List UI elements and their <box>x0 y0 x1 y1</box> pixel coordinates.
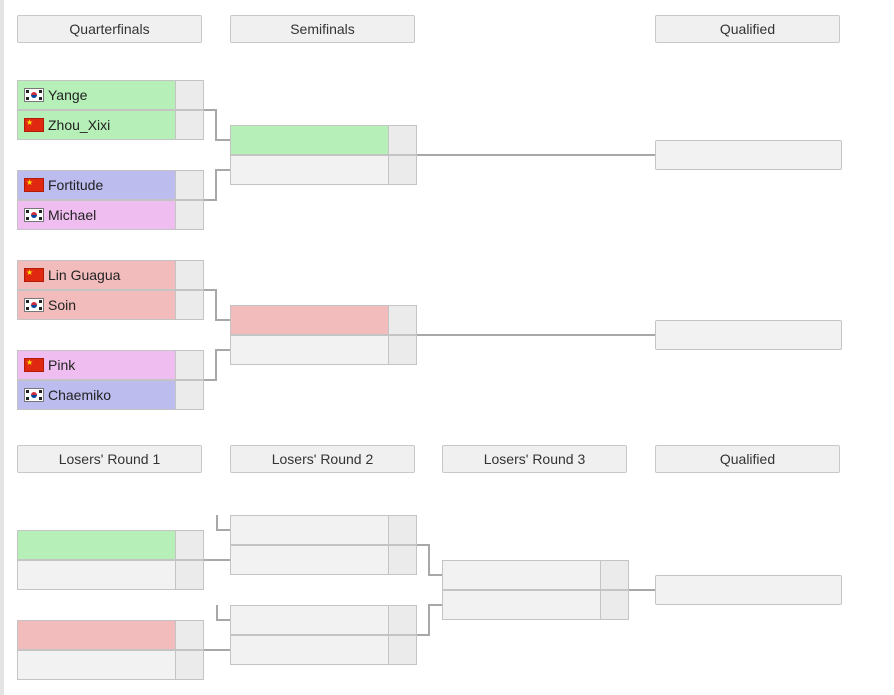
player-cell <box>18 621 175 649</box>
losers-round-2-slot[interactable] <box>230 605 417 635</box>
semifinal-slot[interactable] <box>230 155 417 185</box>
player-cell: Michael <box>18 201 175 229</box>
quarterfinal-slot[interactable]: Fortitude <box>17 170 204 200</box>
score-box <box>388 516 416 544</box>
score-box <box>388 306 416 334</box>
losers-round-2-slot[interactable] <box>230 515 417 545</box>
player-cell <box>231 546 388 574</box>
header-semifinals: Semifinals <box>230 15 415 43</box>
player-name: Fortitude <box>48 177 104 193</box>
player-cell: Lin Guagua <box>18 261 175 289</box>
player-name: Pink <box>48 357 76 373</box>
player-cell <box>18 561 175 589</box>
score-box <box>175 651 203 679</box>
player-cell: Zhou_Xixi <box>18 111 175 139</box>
losers-round-3-slot[interactable] <box>442 560 629 590</box>
player-name: Zhou_Xixi <box>48 117 111 133</box>
losers-round-1-slot[interactable] <box>17 530 204 560</box>
player-cell <box>443 591 600 619</box>
player-cell <box>231 156 388 184</box>
losers-round-1-slot[interactable] <box>17 560 204 590</box>
quarterfinal-slot[interactable]: Yange <box>17 80 204 110</box>
player-name: Chaemiko <box>48 387 112 403</box>
losers-round-2-slot[interactable] <box>230 635 417 665</box>
south-korea-flag-icon <box>24 208 44 222</box>
player-cell <box>18 531 175 559</box>
quarterfinal-slot[interactable]: Michael <box>17 200 204 230</box>
header-losers-round-2: Losers' Round 2 <box>230 445 415 473</box>
score-box <box>175 81 203 109</box>
player-cell <box>18 651 175 679</box>
china-flag-icon <box>24 266 44 282</box>
score-box <box>175 291 203 319</box>
qualified-slot[interactable] <box>655 140 842 170</box>
score-box <box>175 171 203 199</box>
score-box <box>175 381 203 409</box>
player-name: Lin Guagua <box>48 267 121 283</box>
player-cell <box>231 126 388 154</box>
china-flag-icon <box>24 176 44 192</box>
left-edge-bar <box>0 0 4 695</box>
quarterfinal-slot[interactable]: Chaemiko <box>17 380 204 410</box>
quarterfinal-slot[interactable]: Soin <box>17 290 204 320</box>
score-box <box>175 111 203 139</box>
header-qualified-top: Qualified <box>655 15 840 43</box>
score-box <box>388 336 416 364</box>
quarterfinal-slot[interactable]: Zhou_Xixi <box>17 110 204 140</box>
player-cell <box>231 636 388 664</box>
qualified-slot[interactable] <box>655 575 842 605</box>
score-box <box>388 636 416 664</box>
score-box <box>175 261 203 289</box>
player-cell: Soin <box>18 291 175 319</box>
player-name: Soin <box>48 297 77 313</box>
south-korea-flag-icon <box>24 88 44 102</box>
losers-round-2-slot[interactable] <box>230 545 417 575</box>
player-cell <box>231 336 388 364</box>
score-box <box>175 351 203 379</box>
player-cell <box>231 306 388 334</box>
player-name: Michael <box>48 207 97 223</box>
score-box <box>175 201 203 229</box>
header-quarterfinals: Quarterfinals <box>17 15 202 43</box>
qualified-slot[interactable] <box>655 320 842 350</box>
score-box <box>600 561 628 589</box>
header-qualified-bottom: Qualified <box>655 445 840 473</box>
china-flag-icon <box>24 116 44 132</box>
south-korea-flag-icon <box>24 298 44 312</box>
score-box <box>175 531 203 559</box>
losers-round-3-slot[interactable] <box>442 590 629 620</box>
score-box <box>388 606 416 634</box>
player-cell: Fortitude <box>18 171 175 199</box>
player-cell <box>231 516 388 544</box>
player-cell: Yange <box>18 81 175 109</box>
score-box <box>388 156 416 184</box>
header-losers-round-3: Losers' Round 3 <box>442 445 627 473</box>
losers-round-1-slot[interactable] <box>17 650 204 680</box>
semifinal-slot[interactable] <box>230 125 417 155</box>
china-flag-icon <box>24 356 44 372</box>
player-cell <box>443 561 600 589</box>
semifinal-slot[interactable] <box>230 335 417 365</box>
score-box <box>388 126 416 154</box>
header-losers-round-1: Losers' Round 1 <box>17 445 202 473</box>
losers-round-1-slot[interactable] <box>17 620 204 650</box>
quarterfinal-slot[interactable]: Pink <box>17 350 204 380</box>
quarterfinal-slot[interactable]: Lin Guagua <box>17 260 204 290</box>
score-box <box>175 621 203 649</box>
player-cell: Chaemiko <box>18 381 175 409</box>
semifinal-slot[interactable] <box>230 305 417 335</box>
score-box <box>600 591 628 619</box>
player-cell: Pink <box>18 351 175 379</box>
player-cell <box>231 606 388 634</box>
score-box <box>175 561 203 589</box>
player-name: Yange <box>48 87 88 103</box>
score-box <box>388 546 416 574</box>
south-korea-flag-icon <box>24 388 44 402</box>
